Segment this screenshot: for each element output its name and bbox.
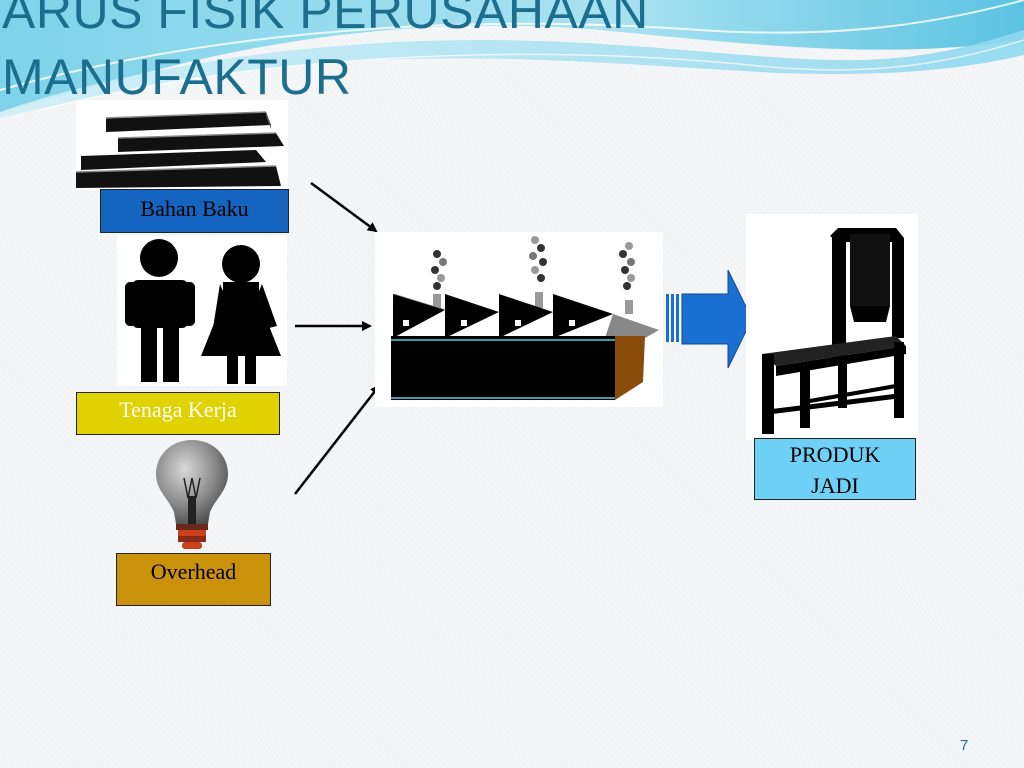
raw-material-label: Bahan Baku	[100, 189, 289, 233]
arrow-overhead	[294, 384, 381, 495]
finished-product-label-line2: JADI	[811, 473, 859, 498]
overhead-label: Overhead	[116, 553, 271, 606]
overhead-lightbulb-icon	[156, 440, 228, 549]
big-output-arrow-icon	[666, 269, 753, 369]
slide-title: ARUS FISIK PERUSAHAAN MANUFAKTUR	[2, 0, 649, 105]
finished-product-label-line1: PRODUK	[789, 442, 881, 467]
finished-product-chair-icon	[746, 214, 918, 440]
page-number: 7	[960, 737, 969, 754]
header-wave	[0, 0, 1024, 118]
arrow-raw-material	[310, 181, 378, 233]
raw-material-plates-icon	[76, 100, 288, 190]
labor-people-icon	[117, 236, 287, 386]
labor-label: Tenaga Kerja	[76, 392, 280, 435]
factory-icon	[375, 232, 663, 407]
finished-product-label: PRODUK JADI	[754, 438, 916, 500]
